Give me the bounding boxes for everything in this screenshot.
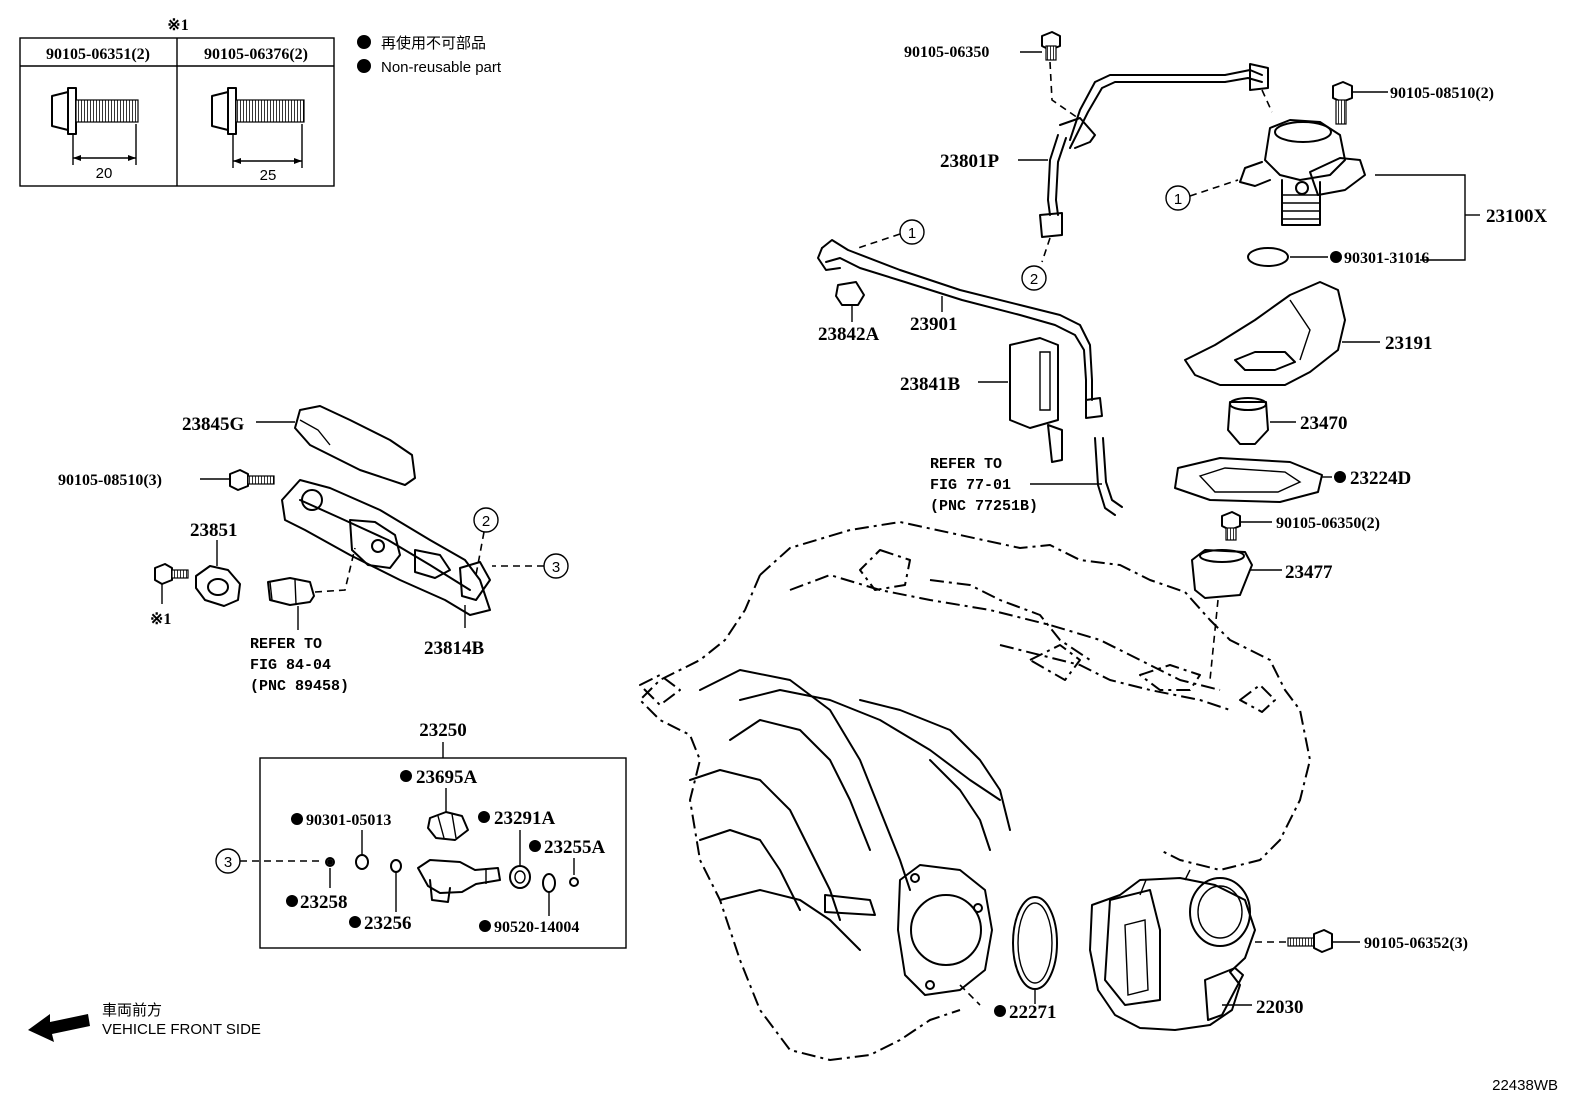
label-23255a: 23255A: [544, 837, 606, 858]
bolt-90105-08510-3-drawing: [229, 469, 275, 491]
label-23191: 23191: [1385, 333, 1433, 354]
legend: 再使用不可部品 Non-reusable part: [357, 35, 502, 76]
label-90105-08510-3: 90105-08510(3): [58, 472, 162, 489]
label-23842a: 23842A: [818, 324, 880, 345]
bolt-2-part-number: 90105-06376(2): [204, 46, 308, 63]
callout-2: 2: [482, 513, 490, 530]
label-23901: 23901: [910, 314, 958, 335]
label-23814b: 23814B: [424, 638, 485, 659]
flange-bolt-1-drawing: 20: [51, 87, 139, 182]
fuel-pipe-23901-group: 1 23901 23842A 23841B REFER TO FIG 77-01…: [817, 219, 1123, 516]
label-90105-06350-2: 90105-06350(2): [1276, 515, 1380, 532]
bolt-1-part-number: 90105-06351(2): [46, 46, 150, 63]
legend-english: Non-reusable part: [381, 59, 502, 76]
vehicle-front-english: VEHICLE FRONT SIDE: [102, 1021, 261, 1038]
refer-84-line1: REFER TO: [250, 636, 322, 653]
label-23841b: 23841B: [900, 374, 961, 395]
gasket-22271-drawing: [1012, 896, 1058, 990]
label-23291a: 23291A: [494, 808, 556, 829]
non-reusable-dot-icon: [478, 811, 490, 823]
label-22271: 22271: [1009, 1002, 1057, 1023]
bolt-90105-08510-drawing: [1332, 81, 1353, 125]
callout-2: 2: [1030, 271, 1038, 288]
fuel-pump-23100x-drawing: [1239, 119, 1366, 226]
non-reusable-dot-icon: [529, 840, 541, 852]
label-90301-31016: 90301-31016: [1344, 250, 1429, 267]
label-90105-06352-3: 90105-06352(3): [1364, 935, 1468, 952]
bolt-table-mark: ※1: [167, 17, 188, 34]
label-23224d: 23224D: [1350, 468, 1411, 489]
non-reusable-dot-icon: [349, 916, 361, 928]
label-23258: 23258: [300, 892, 348, 913]
delivery-pipe-23814b-group: 23845G 90105-08510(3) 23814B 2 3 REFER T…: [58, 405, 569, 695]
non-reusable-dot-icon: [479, 920, 491, 932]
bolt-90105-06350-drawing: [1041, 31, 1061, 61]
label-90301-05013: 90301-05013: [306, 812, 391, 829]
refer-77-line3: (PNC 77251B): [930, 498, 1038, 515]
bolt-90105-06352-drawing: [1287, 929, 1333, 953]
refer-77-line1: REFER TO: [930, 456, 1002, 473]
bolt-mark-1-drawing: [154, 563, 189, 585]
throttle-body-group: 22271 22030 90105-06352(3): [994, 869, 1468, 1031]
o-ring-drawing: [1247, 247, 1289, 267]
callout-1: 1: [908, 225, 916, 242]
label-23250: 23250: [419, 720, 467, 741]
vehicle-front-japanese: 車両前方: [102, 1002, 162, 1019]
high-pressure-fuel-pump-group: 90105-06350 23801P 2: [904, 31, 1548, 681]
label-90105-06350: 90105-06350: [904, 44, 989, 61]
callout-3: 3: [552, 559, 560, 576]
refer-77-line2: FIG 77-01: [930, 477, 1011, 494]
label-23470: 23470: [1300, 413, 1348, 434]
label-23256: 23256: [364, 913, 412, 934]
vehicle-front-indicator: 車両前方 VEHICLE FRONT SIDE: [28, 1002, 261, 1042]
bolt-table: ※1 90105-06351(2) 90105-06376(2) 20 25: [19, 17, 335, 187]
refer-84-line2: FIG 84-04: [250, 657, 331, 674]
bolt-2-length: 25: [260, 167, 277, 184]
non-reusable-dot-icon: [400, 770, 412, 782]
refer-84-line3: (PNC 89458): [250, 678, 349, 695]
label-23695a: 23695A: [416, 767, 478, 788]
vehicle-front-arrow-icon: [28, 1014, 90, 1042]
bolt-mark-1: ※1: [150, 611, 171, 628]
bolt-1-length: 20: [96, 165, 113, 182]
engine-outline: [639, 521, 1311, 1061]
figure-id: 22438WB: [1492, 1077, 1558, 1094]
label-22030: 22030: [1256, 997, 1304, 1018]
label-23100x: 23100X: [1486, 206, 1548, 227]
non-reusable-dot-icon: [357, 59, 371, 73]
callout-3: 3: [224, 854, 232, 871]
label-23851: 23851: [190, 520, 238, 541]
legend-japanese: 再使用不可部品: [381, 35, 486, 52]
label-90105-08510-2: 90105-08510(2): [1390, 85, 1494, 102]
non-reusable-dot-icon: [994, 1005, 1006, 1017]
non-reusable-dot-icon: [1334, 471, 1346, 483]
non-reusable-dot-icon: [291, 813, 303, 825]
non-reusable-dot-icon: [357, 35, 371, 49]
bolt-90105-06350-2-drawing: [1221, 511, 1241, 541]
label-23477: 23477: [1285, 562, 1333, 583]
injector-kit-23250: 23250 23695A 90301-05013 23291A 23255A 3: [215, 720, 627, 949]
label-23801p: 23801P: [940, 151, 1000, 172]
non-reusable-dot-icon: [286, 895, 298, 907]
non-reusable-dot-icon: [1330, 251, 1342, 263]
callout-1: 1: [1174, 191, 1182, 208]
label-90520-14004: 90520-14004: [494, 919, 579, 936]
label-23845g: 23845G: [182, 414, 245, 435]
flange-bolt-2-drawing: 25: [211, 87, 305, 184]
